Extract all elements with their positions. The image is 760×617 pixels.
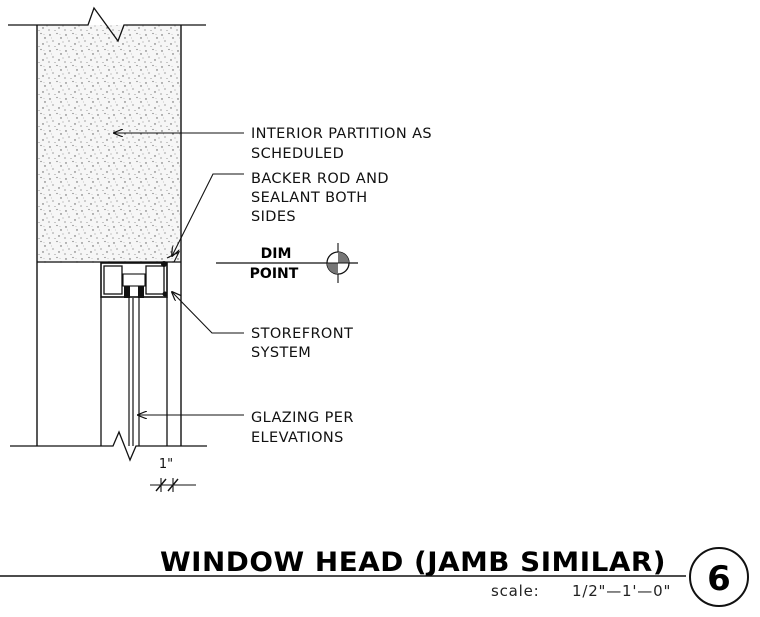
storefront-frame	[100, 250, 181, 446]
top-break-line	[8, 6, 206, 43]
backer-rod-leader	[172, 173, 244, 256]
note-interior-partition: INTERIOR PARTITION AS SCHEDULED	[251, 126, 432, 162]
dim-point: DIM POINT	[216, 243, 358, 283]
detail-number-bubble	[689, 547, 749, 607]
dimension-value: 1"	[159, 457, 173, 472]
note-text: SYSTEM	[251, 345, 311, 361]
note-text: ELEVATIONS	[251, 430, 344, 446]
note-text: GLAZING PER	[251, 410, 354, 426]
leader-lines	[114, 133, 244, 415]
title-block: WINDOW HEAD (JAMB SIMILAR) scale: 1/2"—1…	[0, 547, 749, 607]
note-text: SIDES	[251, 209, 296, 225]
interior-partition	[36, 25, 182, 446]
scale-value: 1/2"—1'—0"	[572, 582, 671, 600]
glazing	[128, 298, 140, 446]
note-storefront: STOREFRONT SYSTEM	[251, 326, 353, 361]
note-backer-rod: BACKER ROD AND SEALANT BOTH SIDES	[251, 171, 389, 225]
note-text: STOREFRONT	[251, 326, 353, 342]
bottom-break-line	[10, 430, 207, 462]
detail-number: 6	[707, 559, 731, 599]
note-text: BACKER ROD AND	[251, 171, 389, 187]
detail-title: WINDOW HEAD (JAMB SIMILAR)	[160, 547, 666, 578]
dim-point-label: DIM	[261, 246, 292, 262]
note-text: SEALANT BOTH	[251, 190, 368, 206]
dim-point-label: POINT	[250, 266, 299, 282]
note-text: SCHEDULED	[251, 146, 344, 162]
note-text: INTERIOR PARTITION AS	[251, 126, 432, 142]
note-glazing: GLAZING PER ELEVATIONS	[251, 410, 354, 446]
dimension-1-inch: 1"	[150, 457, 196, 492]
scale-label: scale:	[491, 582, 540, 600]
dim-point-symbol	[326, 243, 350, 283]
storefront-leader	[172, 292, 244, 334]
